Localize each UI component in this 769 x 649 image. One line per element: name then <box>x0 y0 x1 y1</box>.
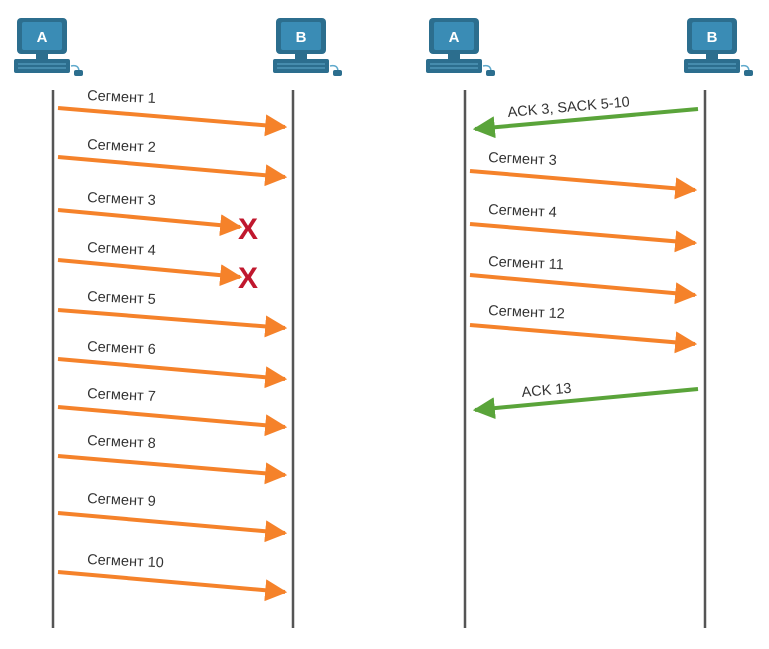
host-b-label: B <box>296 29 307 46</box>
segment-label: Сегмент 10 <box>87 552 164 571</box>
right-host-b-computer-icon: B <box>684 18 753 76</box>
segment-arrow <box>57 155 288 187</box>
left-segment-8: Сегмент 8 <box>57 433 288 485</box>
segment-label: Сегмент 6 <box>87 339 156 358</box>
segment-arrow <box>469 323 698 354</box>
lost-segment-x-icon: X <box>238 213 258 246</box>
left-segment-5: Сегмент 5 <box>57 289 288 338</box>
segment-label: Сегмент 12 <box>488 303 565 322</box>
segment-arrow <box>57 357 288 389</box>
segment-label: Сегмент 8 <box>87 433 156 452</box>
host-a-label: A <box>37 29 48 46</box>
left-segment-10: Сегмент 10 <box>57 552 288 602</box>
host-a-label: A <box>449 29 460 46</box>
left-host-a-computer-icon: A <box>14 18 83 76</box>
left-host-b-computer-icon: B <box>273 18 342 76</box>
segment-arrow <box>469 273 698 305</box>
ack-label: ACK 13 <box>521 381 572 401</box>
segment-label: Сегмент 3 <box>488 150 557 169</box>
right-host-a-computer-icon: A <box>426 18 495 76</box>
segment-arrow <box>57 258 243 287</box>
ack-arrow <box>472 107 699 139</box>
right-message-6: ACK 13 <box>472 381 699 420</box>
segment-label: Сегмент 2 <box>87 137 156 156</box>
left-segment-3: Сегмент 3 X <box>57 190 258 246</box>
segment-label: Сегмент 5 <box>87 289 156 308</box>
ack-arrow <box>472 387 699 420</box>
left-segment-6: Сегмент 6 <box>57 339 288 389</box>
left-segment-1: Сегмент 1 <box>57 88 288 137</box>
right-message-2: Сегмент 3 <box>469 150 698 200</box>
segment-arrow <box>57 308 288 338</box>
left-segment-4: Сегмент 4 X <box>57 240 258 295</box>
lost-segment-x-icon: X <box>238 262 258 295</box>
segment-label: Сегмент 4 <box>488 202 557 221</box>
left-segment-7: Сегмент 7 <box>57 386 288 437</box>
segment-label: Сегмент 9 <box>87 491 156 510</box>
segment-label: Сегмент 7 <box>87 386 156 405</box>
segment-label: Сегмент 1 <box>87 88 156 107</box>
segment-arrow <box>57 106 288 137</box>
segment-arrow <box>57 511 288 543</box>
host-b-label: B <box>707 29 718 46</box>
right-message-3: Сегмент 4 <box>469 202 698 253</box>
right-message-4: Сегмент 11 <box>469 254 698 305</box>
segment-arrow <box>469 169 698 200</box>
segment-arrow <box>57 405 288 437</box>
segment-arrow <box>57 208 243 237</box>
left-segment-2: Сегмент 2 <box>57 137 288 187</box>
right-message-5: Сегмент 12 <box>469 303 698 354</box>
segment-label: Сегмент 4 <box>87 240 156 259</box>
segment-arrow <box>57 454 288 485</box>
left-segment-9: Сегмент 9 <box>57 491 288 543</box>
segment-arrow <box>469 222 698 253</box>
segment-arrow <box>57 570 288 602</box>
segment-label: Сегмент 3 <box>87 190 156 209</box>
segment-label: Сегмент 11 <box>488 254 564 273</box>
right-message-1: ACK 3, SACK 5-10 <box>472 94 699 139</box>
